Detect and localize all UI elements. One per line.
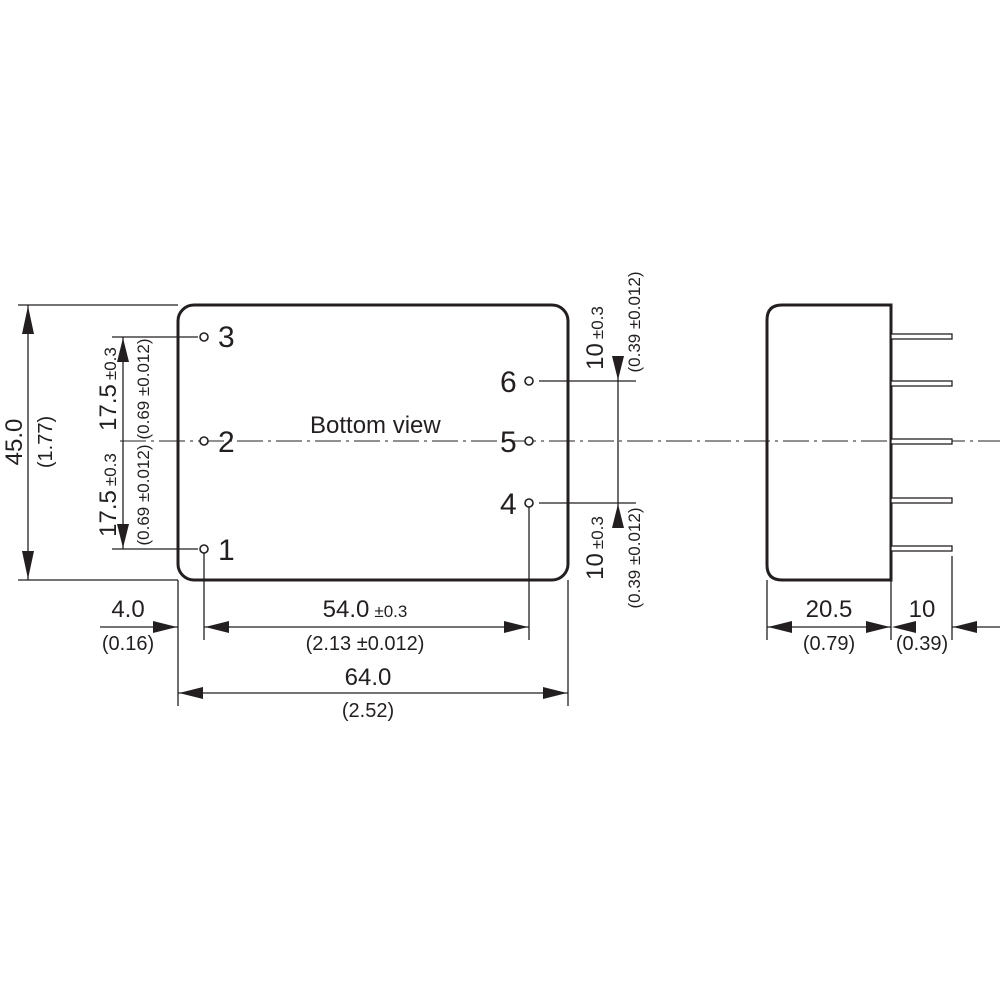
svg-text:17.5±0.3: 17.5±0.3 [95, 347, 122, 431]
pin-row-distance-label: 54.0±0.3 [323, 596, 408, 623]
pitch-bottom-in-label: (0.39 ±0.012) [625, 507, 644, 608]
length-mm-label: 64.0 [345, 664, 392, 691]
pitch-lower-label: 17.5±0.3 [95, 453, 122, 537]
height-mm-label: 45.0 [1, 419, 28, 466]
bottom-view-label: Bottom view [310, 412, 441, 439]
arrow-down [22, 551, 34, 579]
pin-label-6: 6 [500, 366, 517, 399]
pitch-top-in-label: (0.39 ±0.012) [625, 271, 644, 372]
pitch-upper-in-label: (0.69 ±0.012) [134, 338, 153, 439]
pin-label-5: 5 [500, 426, 517, 459]
depth-mm-label: 20.5 [806, 596, 853, 623]
arrow-down [612, 356, 624, 380]
pitch-lower-in-label: (0.69 ±0.012) [134, 444, 153, 545]
svg-text:10±0.3: 10±0.3 [582, 306, 609, 370]
arrow-up [22, 306, 34, 334]
pitch-upper-label: 17.5±0.3 [95, 347, 122, 431]
pin-label-1: 1 [218, 534, 235, 567]
arrow-right [543, 687, 567, 699]
pin-hole-3 [199, 332, 209, 342]
offset-mm-label: 4.0 [111, 596, 144, 623]
pin-hole-6 [524, 376, 534, 386]
pitch-bottom-label: 10±0.3 [582, 516, 609, 580]
arrow-down [117, 524, 129, 548]
pin-label-4: 4 [500, 488, 517, 521]
pin-row-distance-in-label: (2.13 ±0.012) [306, 633, 425, 655]
module-body-outline [176, 303, 570, 582]
side-view-body [765, 303, 893, 582]
arrow-left [768, 621, 792, 633]
arrow-right [866, 621, 890, 633]
side-view-pins [890, 333, 953, 552]
svg-text:17.5±0.3: 17.5±0.3 [95, 453, 122, 537]
depth-in-label: (0.79) [803, 633, 855, 655]
pin-label-3: 3 [218, 321, 235, 354]
arrow-up [612, 504, 624, 528]
pin-hole-4 [524, 498, 534, 508]
pin-hole-1 [199, 544, 209, 554]
height-in-label: (1.77) [35, 416, 57, 468]
arrow-left [953, 621, 977, 633]
arrow-up [117, 338, 129, 362]
offset-in-label: (0.16) [102, 633, 154, 655]
svg-text:10±0.3: 10±0.3 [582, 516, 609, 580]
pin-label-2: 2 [218, 426, 235, 459]
arrow-right [504, 621, 528, 633]
pin-hole-5 [524, 436, 534, 446]
pin-hole-2 [199, 436, 209, 446]
pitch-top-label: 10±0.3 [582, 306, 609, 370]
length-in-label: (2.52) [342, 700, 394, 722]
pin-length-mm-label: 10 [909, 596, 936, 623]
arrow-left [179, 687, 203, 699]
pin-length-in-label: (0.39) [896, 633, 948, 655]
arrow-left [892, 621, 916, 633]
arrow-right [153, 621, 177, 633]
